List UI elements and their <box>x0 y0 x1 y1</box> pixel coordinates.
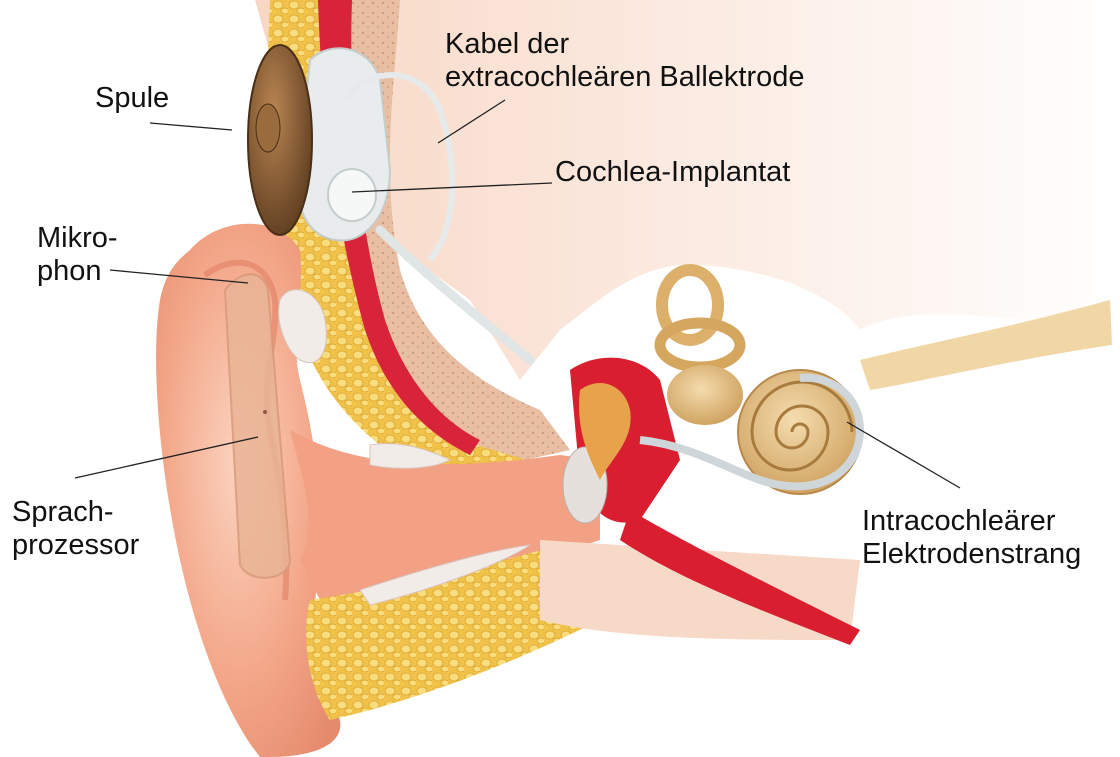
label-cochlea-implantat: Cochlea-Implantat <box>555 156 790 189</box>
label-mikrophon-line2: phon <box>37 255 118 288</box>
leader-intracochlear <box>847 422 960 488</box>
label-intra-line2: Elektrodenstrang <box>862 538 1081 571</box>
label-intracochlear-elektrodenstrang: Intracochleärer Elektrodenstrang <box>862 505 1081 571</box>
label-sprachprozessor: Sprach- prozessor <box>12 496 139 562</box>
microphone-port <box>263 410 267 414</box>
vestibule <box>667 365 743 425</box>
leader-spule <box>150 123 232 130</box>
label-sprach-line2: prozessor <box>12 529 139 562</box>
label-mikrophon: Mikro- phon <box>37 222 118 288</box>
label-kabel-line2: extracochleären Ballektrode <box>445 61 804 94</box>
label-intra-line1: Intracochleärer <box>862 505 1081 538</box>
implant-receiver <box>328 169 376 221</box>
label-mikrophon-line1: Mikro- <box>37 222 118 255</box>
label-spule-text: Spule <box>95 82 169 115</box>
label-kabel-ballektrode: Kabel der extracochleären Ballektrode <box>445 28 804 94</box>
label-sprach-line1: Sprach- <box>12 496 139 529</box>
coil-magnet <box>256 104 280 152</box>
label-kabel-line1: Kabel der <box>445 28 804 61</box>
semicircular-canal-2 <box>660 323 740 367</box>
label-spule: Spule <box>95 82 169 115</box>
label-implantat-text: Cochlea-Implantat <box>555 156 790 189</box>
